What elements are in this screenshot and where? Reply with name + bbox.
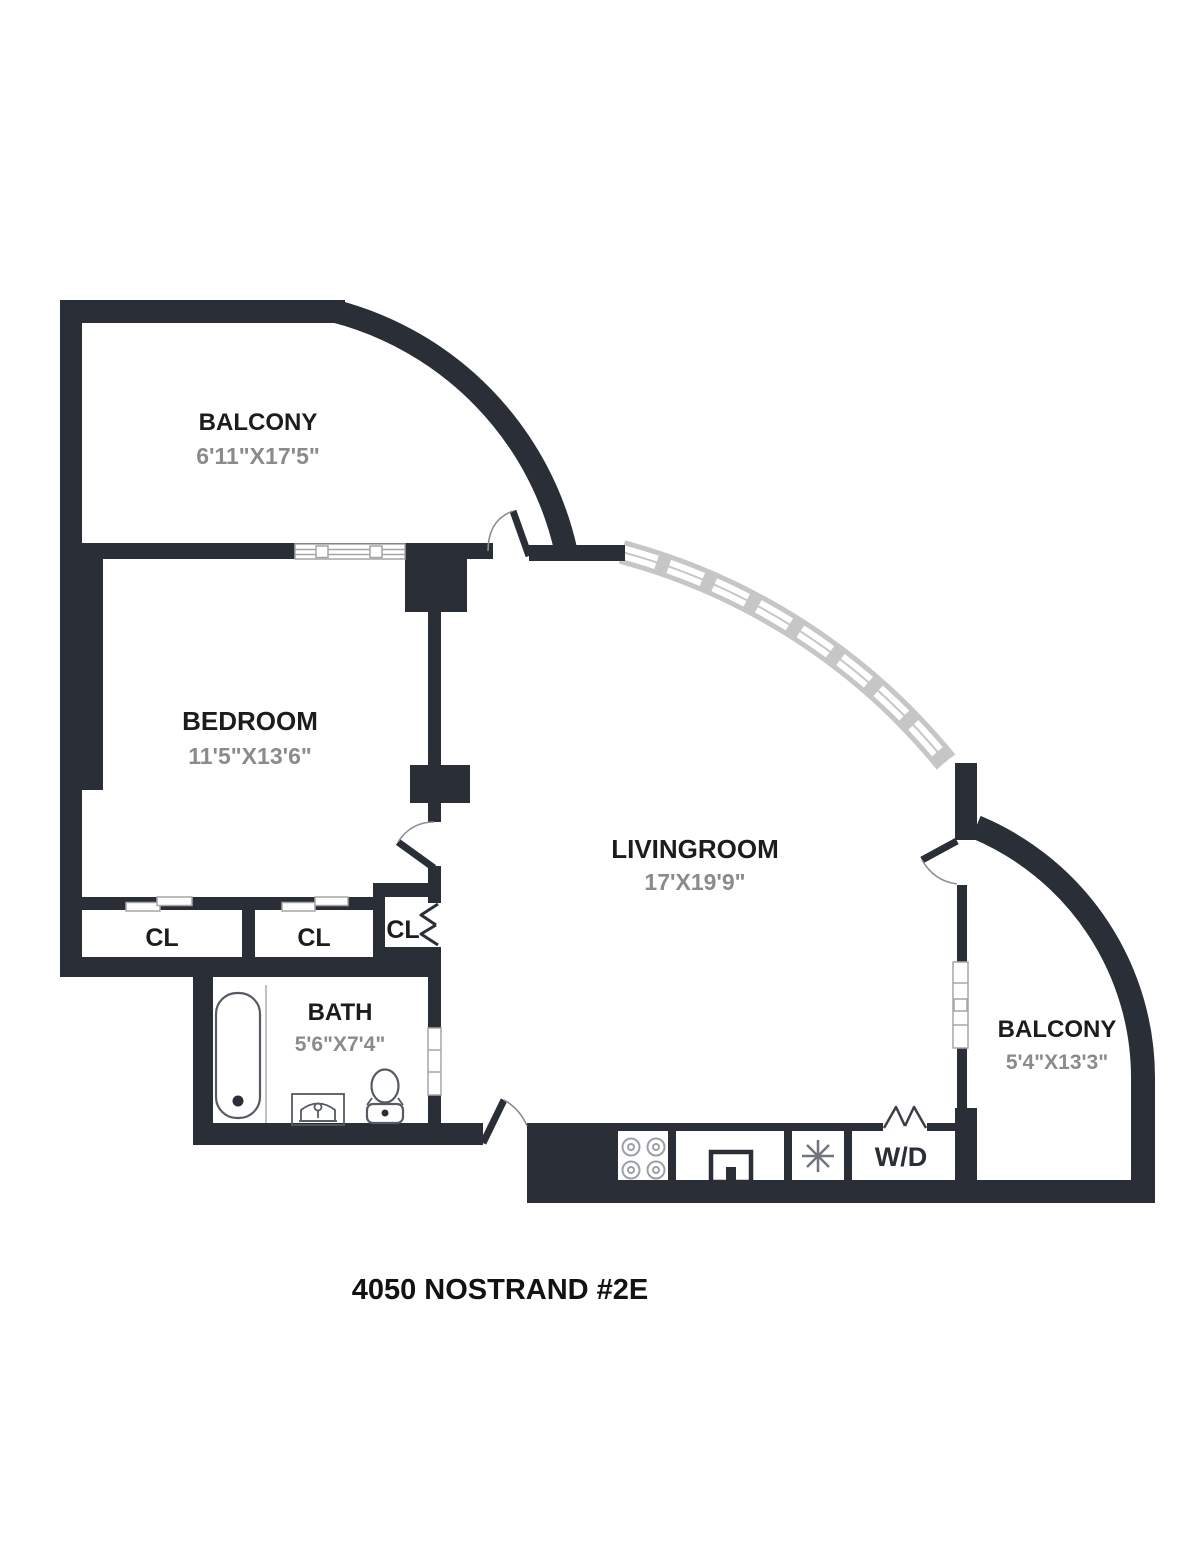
wall-stub-above-door — [428, 803, 441, 822]
curtain-wall-band — [618, 540, 956, 770]
wall-balcony-top — [60, 300, 345, 323]
wall-balcony-right-lower — [957, 1047, 967, 1108]
room-dims-balcony-right: 5'4"X13'3" — [1006, 1051, 1108, 1074]
curtain-wall-rail — [621, 551, 947, 763]
bath-window-icon — [427, 1027, 442, 1096]
curved-window-wall — [618, 540, 956, 770]
toilet-icon — [365, 1068, 405, 1125]
wall-balcony-curve-bottom-right — [971, 815, 1156, 1192]
pillar-top — [405, 543, 467, 612]
closet2-sliding-door-icon — [281, 896, 349, 912]
curtain-wall-panes — [620, 545, 952, 767]
room-dims-livingroom: 17'X19'9" — [644, 869, 745, 895]
labels: BALCONY 6'11"X17'5" BEDROOM 11'5"X13'6" … — [145, 409, 1116, 1306]
wall-closet3-top — [373, 883, 441, 897]
balcony-right-window-icon — [952, 961, 969, 1049]
wall-bath-bottom — [193, 1123, 483, 1145]
wall-balcony-curve-top-left — [331, 299, 578, 554]
room-label-bath: BATH — [308, 999, 373, 1026]
wd-bifold-door-icon — [882, 1105, 928, 1129]
stove-icon — [621, 1137, 666, 1180]
wall-bedroom-living — [428, 612, 441, 765]
wall-closet-divider — [242, 910, 255, 957]
wall-kitchen-top-left — [618, 1123, 883, 1131]
bathtub-icon — [214, 991, 262, 1120]
bathroom-sink-icon — [291, 1093, 345, 1126]
wall-balcony-right-upper — [957, 885, 967, 963]
kitchen-sink-icon — [708, 1149, 754, 1185]
bedroom-window-icon — [294, 543, 406, 560]
wall-kitchen-divider-1 — [668, 1130, 676, 1182]
closet1-label: CL — [145, 924, 178, 952]
doors — [395, 509, 959, 1145]
wall-closet3-bottom — [385, 947, 441, 957]
wall-kitchen-divider-3 — [844, 1130, 852, 1182]
balcony-top-door-swing-icon — [487, 509, 533, 558]
plan-title: 4050 NOSTRAND #2E — [352, 1274, 649, 1306]
wall-bath-left — [193, 977, 213, 1145]
dishwasher-icon — [802, 1140, 834, 1172]
closet1-sliding-door-icon — [125, 896, 193, 912]
balcony-right-door-swing-icon — [920, 837, 959, 885]
wall-bedroom-left-thick — [82, 553, 103, 790]
windows — [125, 543, 969, 1096]
room-label-bedroom: BEDROOM — [182, 706, 318, 736]
room-label-balcony-top: BALCONY — [199, 409, 318, 436]
wall-kitchen-divider-2 — [784, 1130, 792, 1182]
wall-living-top — [529, 545, 625, 561]
closet3-bifold-door-icon — [419, 902, 439, 947]
room-label-livingroom: LIVINGROOM — [611, 834, 779, 864]
entry-door-swing-icon — [479, 1098, 528, 1145]
wall-bath-right-lower — [428, 1095, 441, 1123]
closet2-label: CL — [297, 924, 330, 952]
room-dims-bath: 5'6"X7'4" — [295, 1033, 386, 1056]
room-dims-balcony-top: 6'11"X17'5" — [196, 443, 320, 469]
wall-kitchen-block — [527, 1123, 618, 1203]
bedroom-door-swing-icon — [395, 821, 437, 871]
room-dims-bedroom: 11'5"X13'6" — [188, 743, 312, 769]
pillar-mid — [410, 765, 470, 803]
wall-kitchen-top-right — [927, 1123, 957, 1131]
wall-closet3-left — [373, 897, 385, 957]
closet3-label: CL — [386, 916, 419, 944]
wall-left-outer — [60, 300, 82, 977]
room-label-balcony-right: BALCONY — [998, 1016, 1117, 1043]
wall-living-east-block — [955, 763, 977, 840]
bath-fixtures — [214, 985, 405, 1126]
wall-wd-right — [955, 1108, 977, 1180]
wall-closet-bottom — [60, 957, 441, 977]
wall-bottom — [618, 1180, 1155, 1203]
washer-dryer-label: W/D — [875, 1142, 927, 1172]
wall-bath-right-upper — [428, 965, 441, 1028]
kitchen-fixtures — [621, 1137, 834, 1185]
